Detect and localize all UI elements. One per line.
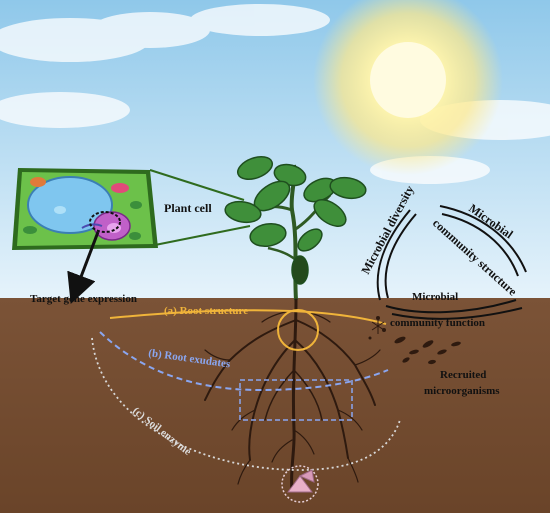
plant-cell-icon: [12, 168, 158, 250]
plant-cell-label: Plant cell: [164, 201, 212, 215]
gene-arrow: [67, 231, 100, 305]
root-exudates-curve: [99, 331, 389, 392]
microbe-spiky-icon: [371, 318, 385, 334]
enzyme-icon: [281, 465, 319, 503]
microbial-triangle: [376, 205, 527, 320]
cell-connector-top: [149, 169, 245, 201]
microbe-icon: [368, 316, 461, 365]
root-exudates-box: [239, 379, 353, 421]
plant-icon: [224, 156, 367, 301]
soil-enzyme-curve: [91, 337, 401, 471]
target-gene-label: Target gene expression: [30, 293, 137, 305]
sun-icon: [313, 0, 503, 175]
recruited-label-1: Recruited: [440, 369, 486, 381]
root-structure-label: (a) Root structure: [164, 305, 248, 317]
community-function-label-2: community function: [390, 317, 485, 329]
soil: [0, 298, 550, 513]
cell-connector-bottom: [149, 225, 251, 247]
community-function-label-1: Microbial: [412, 291, 458, 303]
root-structure-curve: [109, 309, 387, 325]
root-structure-circle: [277, 309, 319, 351]
recruited-label-2: microorganisms: [424, 385, 500, 397]
